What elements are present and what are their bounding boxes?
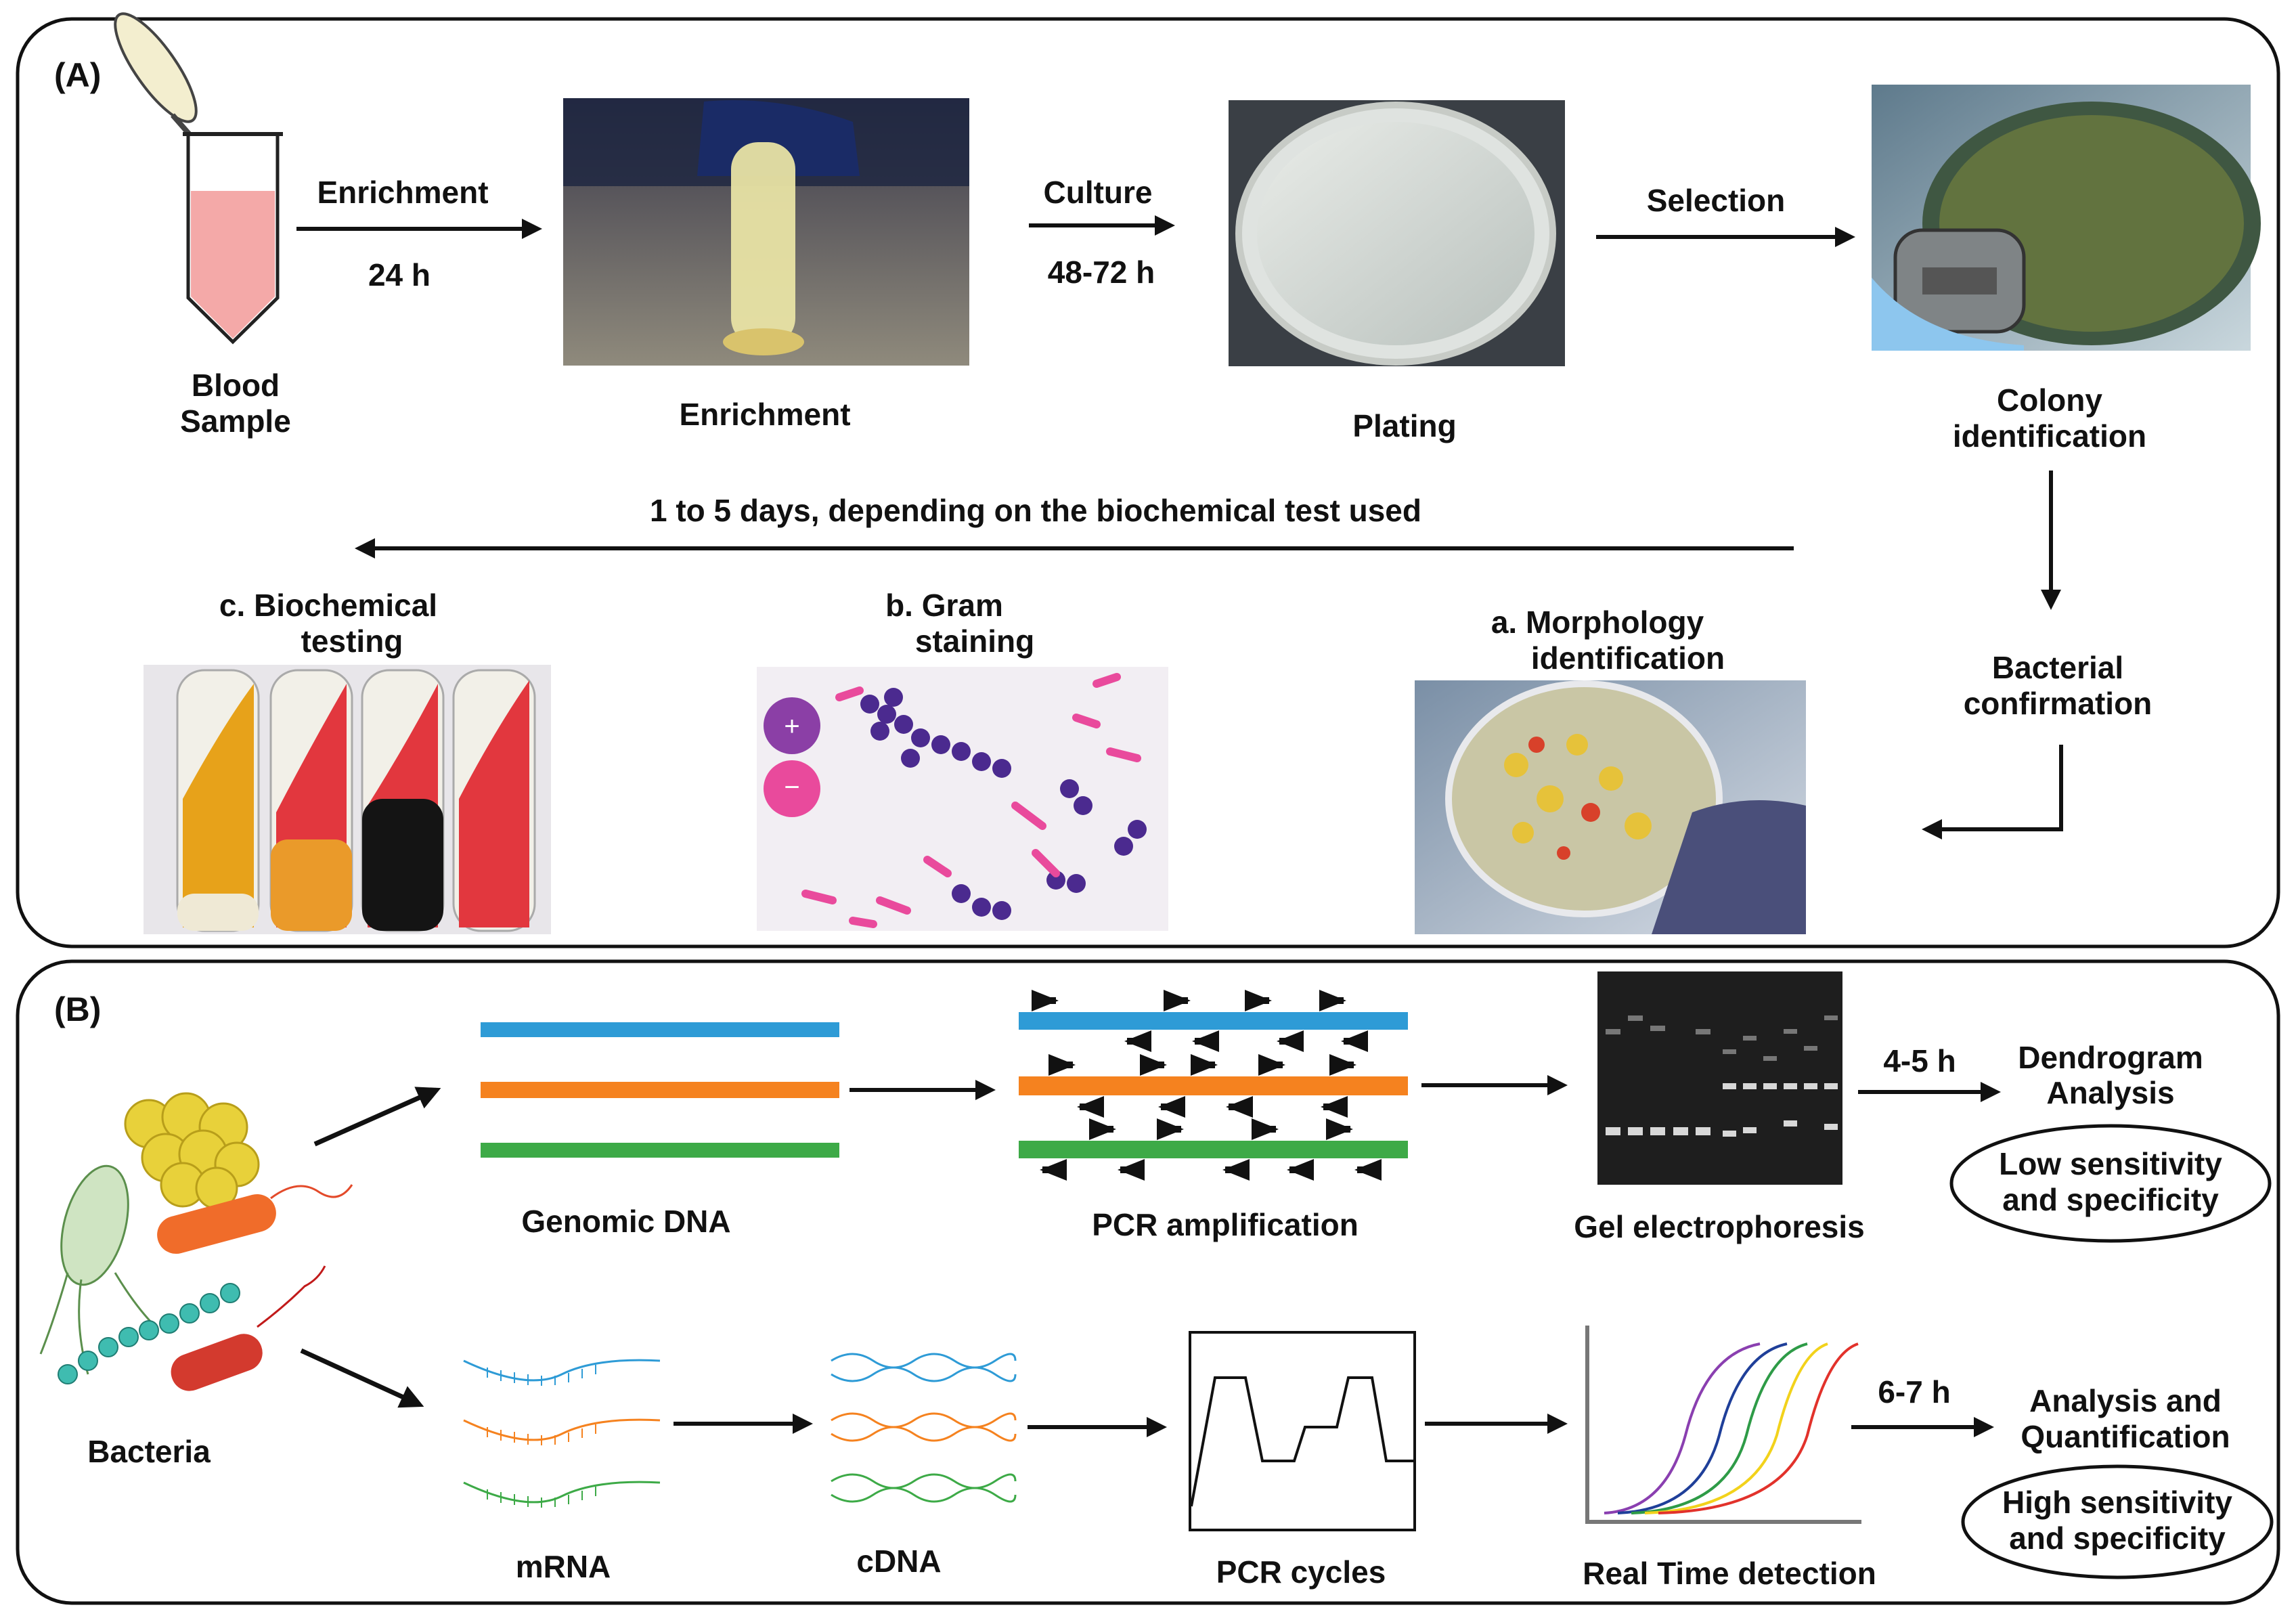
biochemical-caption-2: testing bbox=[301, 624, 403, 659]
days-note: 1 to 5 days, depending on the biochemica… bbox=[650, 493, 1421, 528]
colony-photo bbox=[1872, 85, 2261, 351]
selection-arrow-label: Selection bbox=[1647, 183, 1786, 218]
cdna-caption: cDNA bbox=[856, 1544, 941, 1579]
confirmation-bent-arrow bbox=[1922, 745, 2063, 839]
analysis-caption-1: Analysis and bbox=[2029, 1383, 2222, 1418]
blood-sample-caption-1: Blood bbox=[192, 368, 280, 403]
blood-sample-icon bbox=[114, 12, 283, 345]
culture-time: 48-72 h bbox=[1048, 255, 1155, 290]
gram-caption-2: staining bbox=[915, 624, 1034, 659]
high-sensitivity-2: and specificity bbox=[2009, 1521, 2226, 1556]
panel-a-frame bbox=[16, 17, 2280, 948]
blood-sample-caption-2: Sample bbox=[180, 403, 291, 439]
mrna-strands bbox=[463, 1359, 661, 1508]
colony-caption-2: identification bbox=[1953, 418, 2146, 454]
pcr-amplification-caption: PCR amplification bbox=[1092, 1207, 1359, 1242]
enrichment-time: 24 h bbox=[368, 257, 430, 292]
bacterial-confirmation-1: Bacterial bbox=[1992, 650, 2123, 685]
dendrogram-caption-1: Dendrogram bbox=[2018, 1040, 2203, 1075]
realtime-curves bbox=[1585, 1326, 1861, 1524]
bacterial-confirmation-2: confirmation bbox=[1964, 686, 2152, 721]
svg-text:−: − bbox=[784, 772, 799, 802]
colony-caption-1: Colony bbox=[1997, 382, 2102, 418]
time-top-label: 4-5 h bbox=[1883, 1043, 1956, 1078]
svg-text:+: + bbox=[784, 712, 799, 741]
time-bottom-label: 6-7 h bbox=[1878, 1374, 1950, 1409]
mrna-caption: mRNA bbox=[516, 1549, 611, 1584]
gram-caption-1: b. Gram bbox=[885, 588, 1003, 623]
culture-arrow-label: Culture bbox=[1044, 175, 1153, 210]
bacteria-to-dna-arrow bbox=[313, 1087, 441, 1147]
bacteria-to-mrna-arrow bbox=[300, 1348, 424, 1408]
gel-caption: Gel electrophoresis bbox=[1574, 1209, 1865, 1244]
enrichment-arrow-label: Enrichment bbox=[317, 175, 488, 210]
genomic-dna-strands bbox=[481, 1022, 839, 1158]
analysis-caption-2: Quantification bbox=[2021, 1419, 2230, 1454]
bacteria-illustration bbox=[39, 1092, 353, 1391]
gel-electrophoresis-image bbox=[1597, 971, 1842, 1185]
low-sensitivity-1: Low sensitivity bbox=[1999, 1146, 2222, 1181]
dendrogram-caption-2: Analysis bbox=[2046, 1075, 2174, 1110]
biochemical-photo bbox=[144, 665, 551, 934]
plating-photo bbox=[1229, 100, 1565, 366]
plating-caption: Plating bbox=[1352, 408, 1456, 443]
cdna-helices bbox=[831, 1353, 1017, 1503]
realtime-caption: Real Time detection bbox=[1583, 1556, 1876, 1591]
enrichment-caption: Enrichment bbox=[679, 397, 850, 432]
enrichment-photo bbox=[563, 98, 969, 366]
pcr-cycles-caption: PCR cycles bbox=[1216, 1554, 1386, 1590]
morphology-caption-1: a. Morphology bbox=[1491, 605, 1704, 640]
panel-b-frame bbox=[16, 959, 2280, 1605]
high-sensitivity-1: High sensitivity bbox=[2002, 1485, 2232, 1520]
low-sensitivity-2: and specificity bbox=[2002, 1182, 2219, 1217]
morphology-caption-2: identification bbox=[1531, 640, 1725, 676]
panel-a-label: (A) bbox=[54, 56, 101, 94]
gram-stain-photo: + − bbox=[757, 667, 1168, 931]
panel-b-label: (B) bbox=[54, 990, 101, 1028]
pcr-cycles-graph bbox=[1189, 1331, 1416, 1531]
pcr-amplification-strands bbox=[1019, 990, 1408, 1181]
high-sensitivity-ellipse bbox=[1961, 1464, 2274, 1579]
low-sensitivity-ellipse bbox=[1949, 1124, 2272, 1243]
genomic-dna-caption: Genomic DNA bbox=[521, 1204, 730, 1239]
biochemical-caption-1: c. Biochemical bbox=[219, 588, 437, 623]
morphology-photo bbox=[1415, 680, 1806, 934]
bacteria-caption: Bacteria bbox=[87, 1434, 211, 1469]
